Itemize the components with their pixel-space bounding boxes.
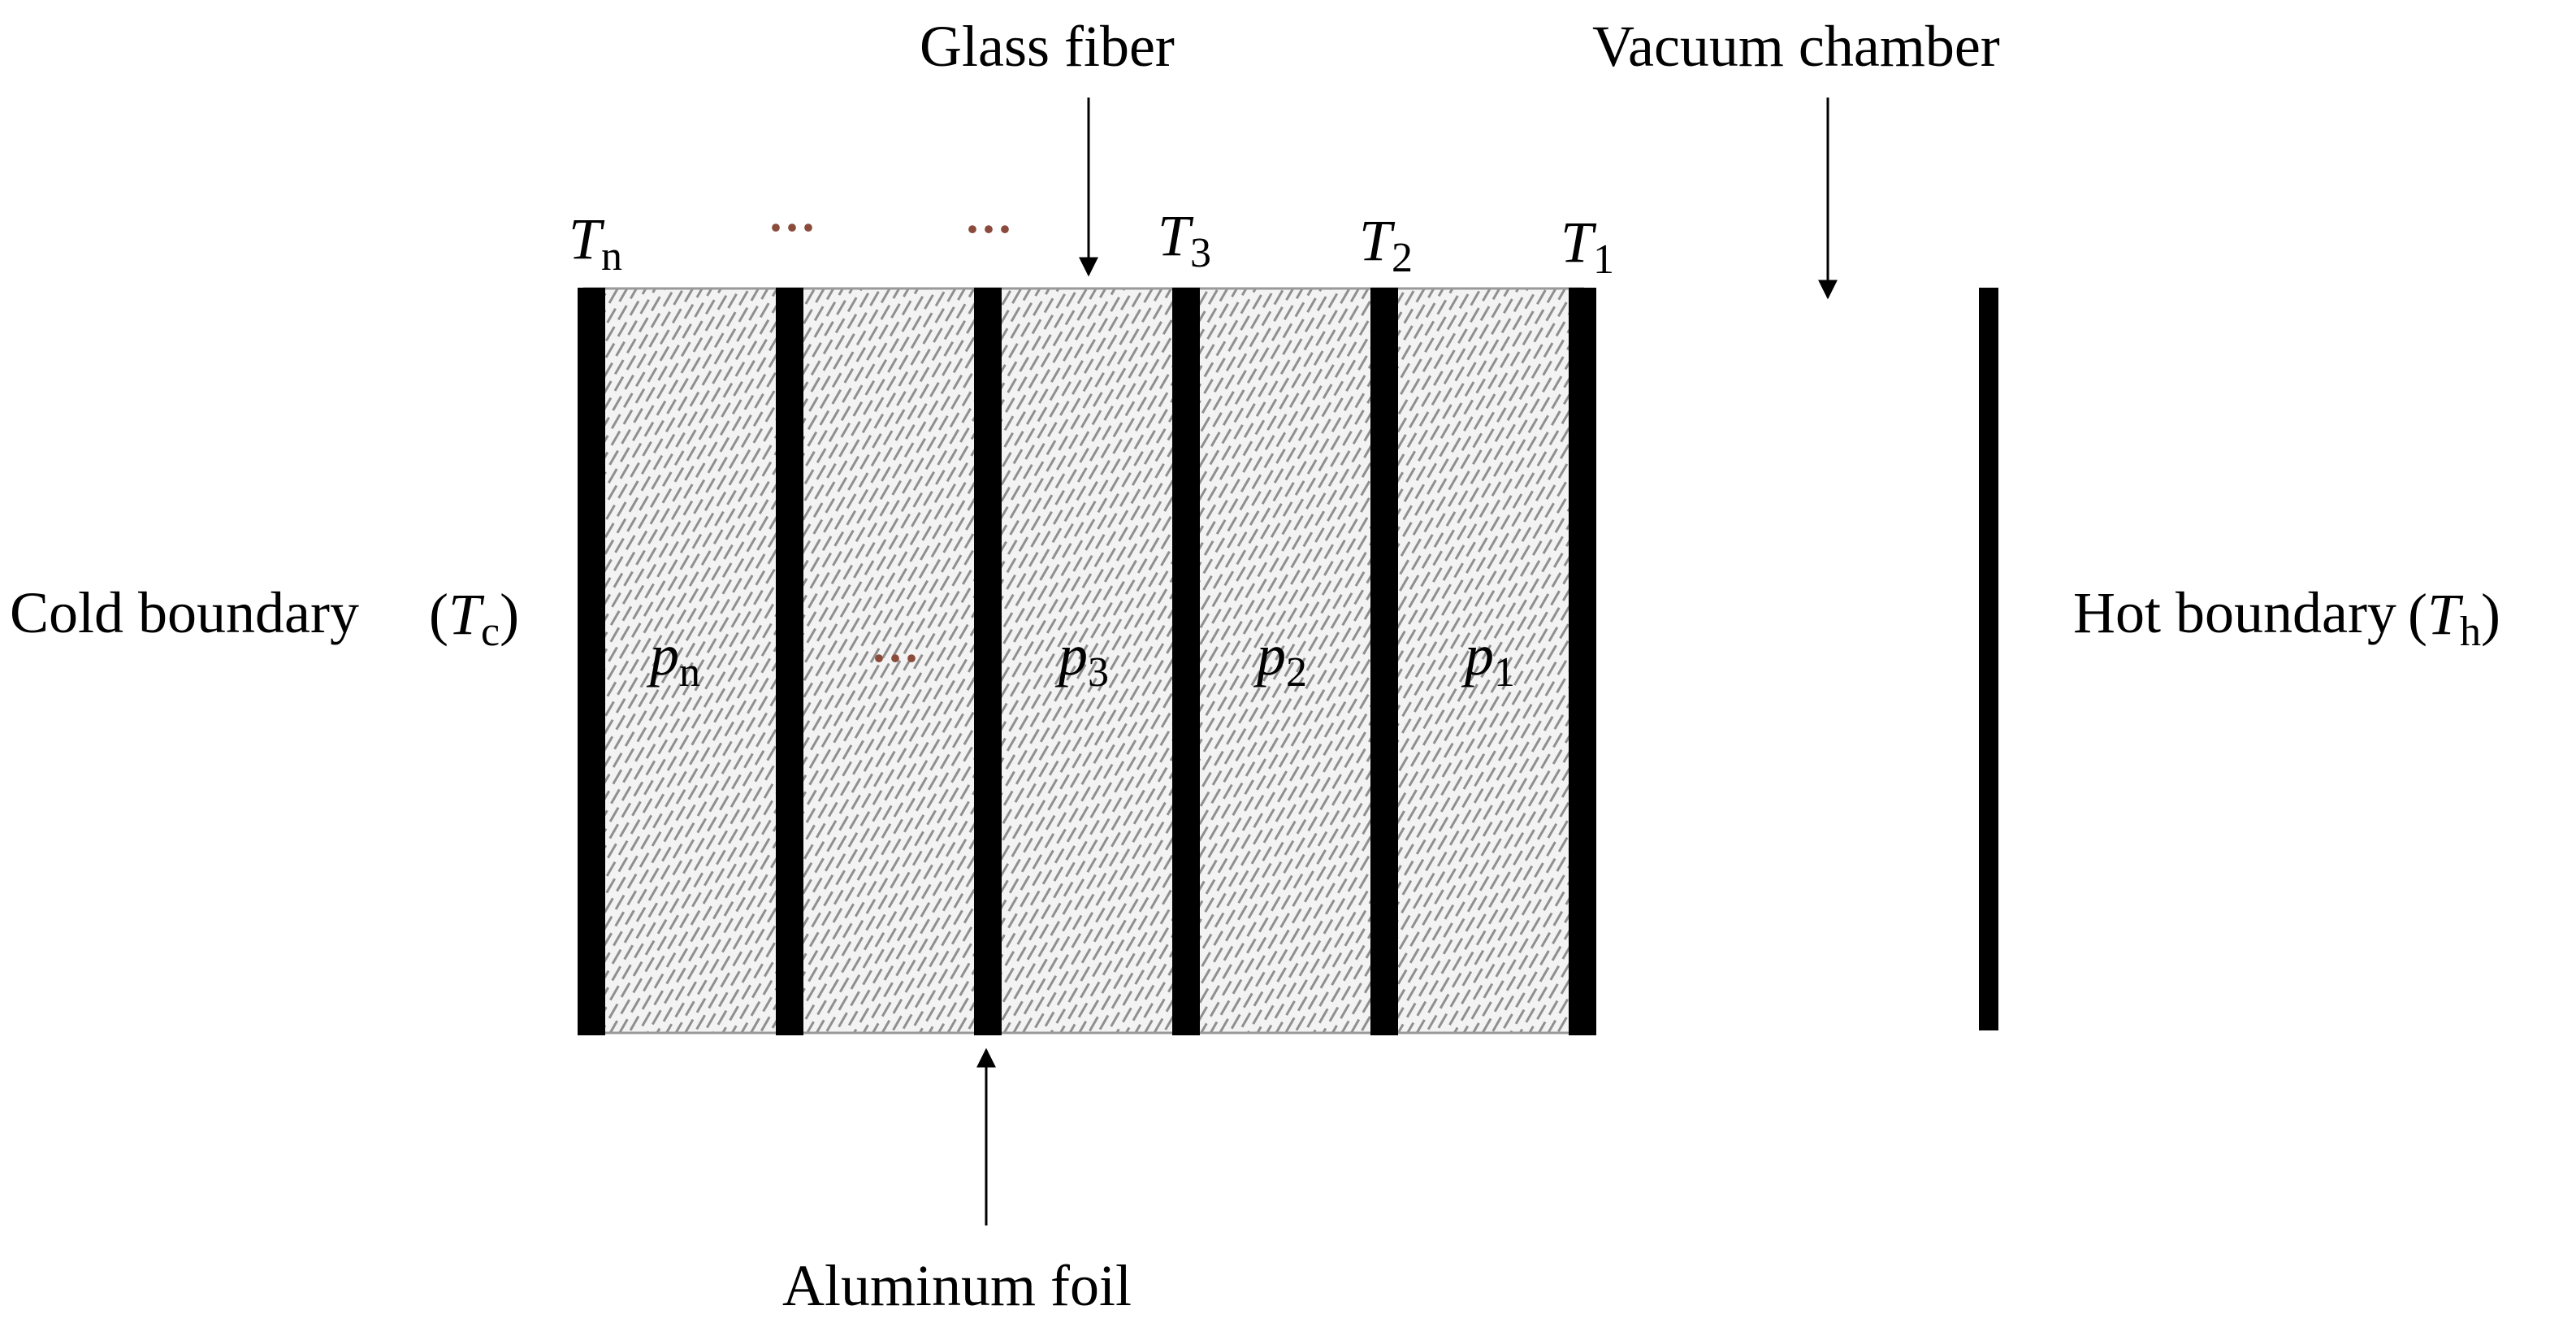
hot-boundary-label: Hot boundary (2073, 580, 2396, 645)
label-t-2: T2 (1359, 208, 1413, 281)
aluminum-foil-layer-4 (974, 288, 1002, 1035)
aluminum-foil-layer-3 (1172, 288, 1200, 1035)
label-p-n: pn (646, 622, 700, 696)
ellipsis-top-2: ··· (964, 202, 1013, 256)
label-p-2: p2 (1253, 622, 1307, 696)
label-t-1: T1 (1561, 210, 1614, 283)
cold-boundary-label: Cold boundary (10, 580, 359, 645)
label-p-1: p1 (1461, 622, 1515, 696)
glass-fiber-region (583, 288, 1584, 1034)
aluminum-foil-layer-2 (1370, 288, 1398, 1035)
aluminum-foil-label: Aluminum foil (782, 1253, 1132, 1318)
aluminum-foil-layer-1 (1569, 288, 1596, 1035)
hot-boundary-symbol: (Th) (2408, 582, 2500, 655)
ellipsis-region: ··· (871, 631, 920, 685)
vacuum-chamber-label: Vacuum chamber (1592, 14, 2000, 79)
label-p-3: p3 (1054, 622, 1109, 696)
cold-boundary-symbol: (Tc) (429, 582, 519, 655)
aluminum-foil-layer-n (578, 288, 605, 1035)
label-t-3: T3 (1158, 203, 1211, 276)
label-t-n: Tn (569, 206, 622, 280)
ellipsis-top-1: ··· (768, 201, 816, 254)
aluminum-foil-layer-5 (776, 288, 803, 1035)
glass-fiber-label: Glass fiber (920, 14, 1175, 79)
hot-boundary-wall (1979, 288, 1998, 1030)
